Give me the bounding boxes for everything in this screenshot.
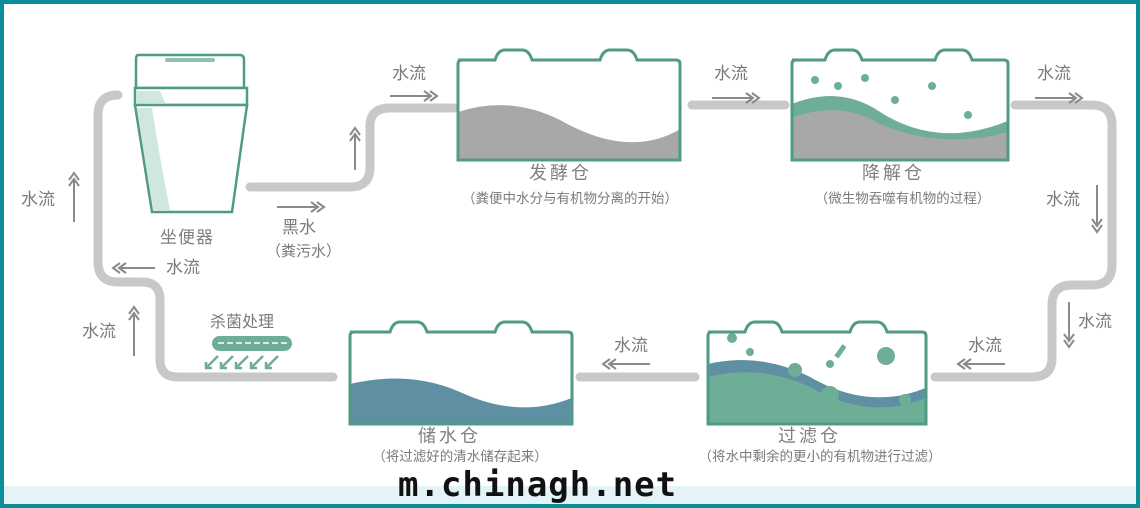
microbe-icons [811,74,972,119]
filter-title: 过滤仓 [778,426,841,447]
flow-label: 水流 [968,336,1002,356]
flow-label: 水流 [614,336,648,356]
fermentation-desc: （粪便中水分与有机物分离的开始） [462,191,678,207]
degradation-tank [790,48,1010,162]
pipe-toilet-fermentation [245,103,460,192]
arrow-up-icon [68,171,80,222]
filter-tank [706,320,928,426]
arrow-up-icon [128,305,140,356]
black-water-label: 黑水 [282,218,316,238]
pipe-return [93,90,338,382]
fermentation-tank [456,48,682,162]
arrow-down-icon [1091,185,1103,234]
arrow-up-icon [349,126,361,170]
watermark: m.chinagh.net [398,465,678,505]
storage-tank [348,320,574,426]
storage-desc: （将过滤好的清水储存起来） [372,449,548,465]
arrow-right-icon [390,90,439,102]
arrow-right-icon [277,201,326,213]
flow-label: 水流 [21,190,55,210]
degradation-title: 降解仓 [862,163,925,184]
degradation-desc: （微生物吞噬有机物的过程） [814,191,991,207]
toilet-icon [133,53,249,214]
flow-label: 水流 [1037,64,1071,84]
toilet-label: 坐便器 [160,228,214,248]
pipe-degradation-filter [930,100,1117,382]
flow-arrows [68,90,1103,370]
arrow-left-icon [111,262,155,274]
arrow-left-icon [956,358,1005,370]
flow-label: 水流 [1078,312,1112,332]
flow-label: 水流 [166,258,200,278]
arrow-right-icon [712,92,761,104]
storage-title: 储水仓 [418,426,481,447]
flow-label: 水流 [1046,190,1080,210]
particle-icons [727,333,911,406]
arrow-down-icon [1063,302,1075,349]
bottom-strip [4,486,1136,504]
flow-label: 水流 [82,322,116,342]
sterilize-label: 杀菌处理 [210,312,275,331]
black-water-sublabel: （粪污水） [266,242,342,260]
flow-label: 水流 [392,64,426,84]
arrow-right-icon [1035,92,1084,104]
arrow-left-icon [601,358,650,370]
filter-desc: （将水中剩余的更小的有机物进行过滤） [698,449,942,465]
pipes [93,90,1117,382]
flow-label: 水流 [714,64,748,84]
sterilize-lamp-icon [204,336,292,370]
fermentation-title: 发酵仓 [529,163,592,184]
